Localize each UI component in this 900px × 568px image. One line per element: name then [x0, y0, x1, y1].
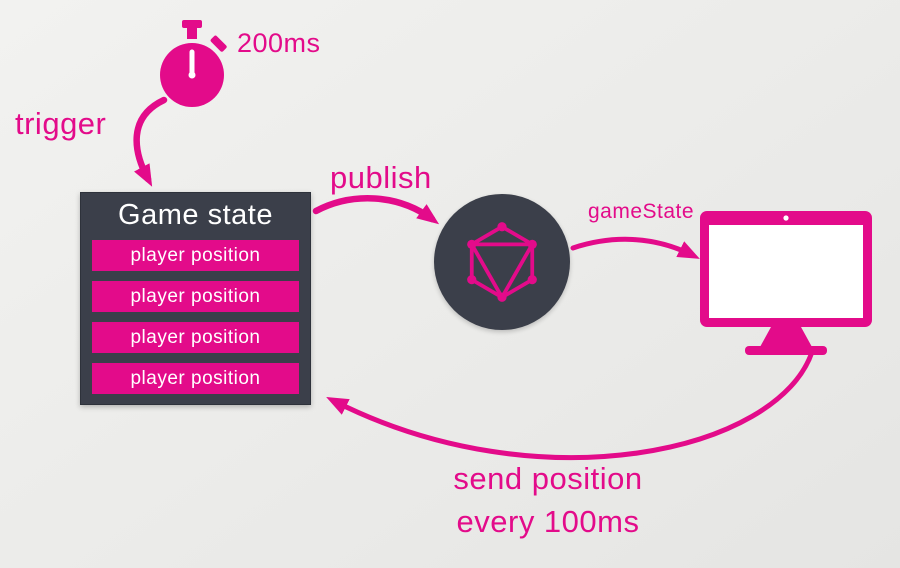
player-position-row: player position	[92, 240, 299, 271]
publish-arrow	[312, 195, 440, 225]
publish-label: publish	[330, 160, 432, 195]
graphql-node	[434, 194, 570, 330]
player-position-row: player position	[92, 281, 299, 312]
player-position-row: player position	[92, 363, 299, 394]
game-state-title: Game state	[118, 199, 273, 231]
send-position-line1: send position	[453, 461, 643, 496]
player-position-list: player position player position player p…	[81, 240, 310, 394]
gamestate-arrow	[570, 236, 700, 259]
trigger-arrow	[133, 96, 168, 187]
monitor-icon	[700, 211, 872, 355]
graphql-icon	[467, 222, 537, 302]
trigger-label: trigger	[15, 106, 107, 141]
send-position-arrow	[326, 349, 815, 460]
stopwatch-icon	[160, 20, 227, 107]
game-state-box: Game state player position player positi…	[80, 192, 311, 405]
send-position-line2: every 100ms	[456, 503, 640, 539]
player-position-row: player position	[92, 322, 299, 353]
timer-interval-label: 200ms	[237, 28, 321, 58]
gamestate-channel-label: gameState	[588, 200, 695, 223]
send-position-label: send position every 100ms	[398, 458, 698, 544]
